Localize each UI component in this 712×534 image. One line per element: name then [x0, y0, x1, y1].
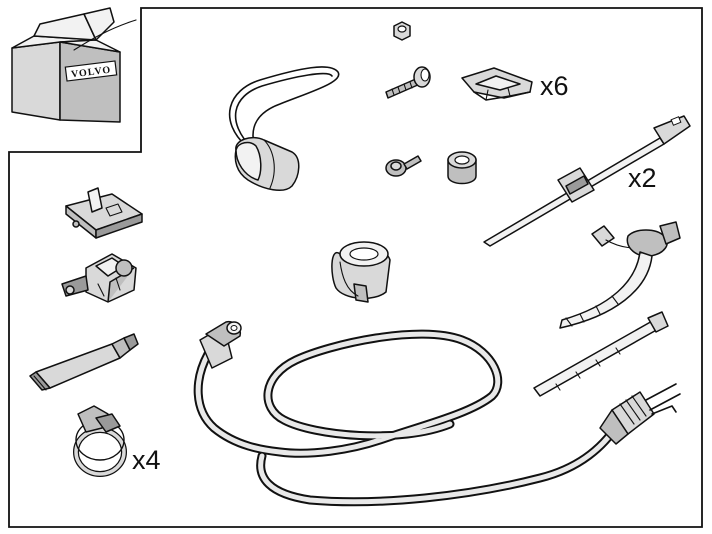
split-grommet-icon	[331, 241, 391, 303]
plug-icon	[599, 383, 681, 445]
cable-strap-icon	[533, 221, 681, 397]
clip-quantity: x6	[540, 71, 569, 101]
spacer-sleeve-icon	[447, 151, 477, 185]
screw-icon	[385, 66, 431, 99]
spring-clip-icon	[461, 67, 533, 101]
cable-connector-icon	[199, 320, 242, 369]
hose-clamp-quantity: x4	[132, 445, 161, 475]
volvo-logo: VOLVO	[64, 60, 118, 82]
nut-icon	[393, 21, 411, 41]
cable-holder-icon	[61, 253, 137, 303]
hose-clamp-icon	[73, 405, 127, 477]
power-cable-icon	[193, 320, 623, 507]
cable-tie-icon	[483, 115, 691, 247]
cable-tie-clip-quantity: x2	[628, 163, 657, 193]
flange-bolt-icon	[385, 155, 422, 177]
package-box-icon: VOLVO	[11, 7, 137, 123]
diagram-frame	[8, 7, 703, 528]
volvo-logo-text: VOLVO	[70, 65, 111, 81]
grease-tube-icon	[29, 333, 139, 391]
connector-holder-icon	[65, 187, 143, 239]
socket-cover-icon	[228, 66, 340, 192]
